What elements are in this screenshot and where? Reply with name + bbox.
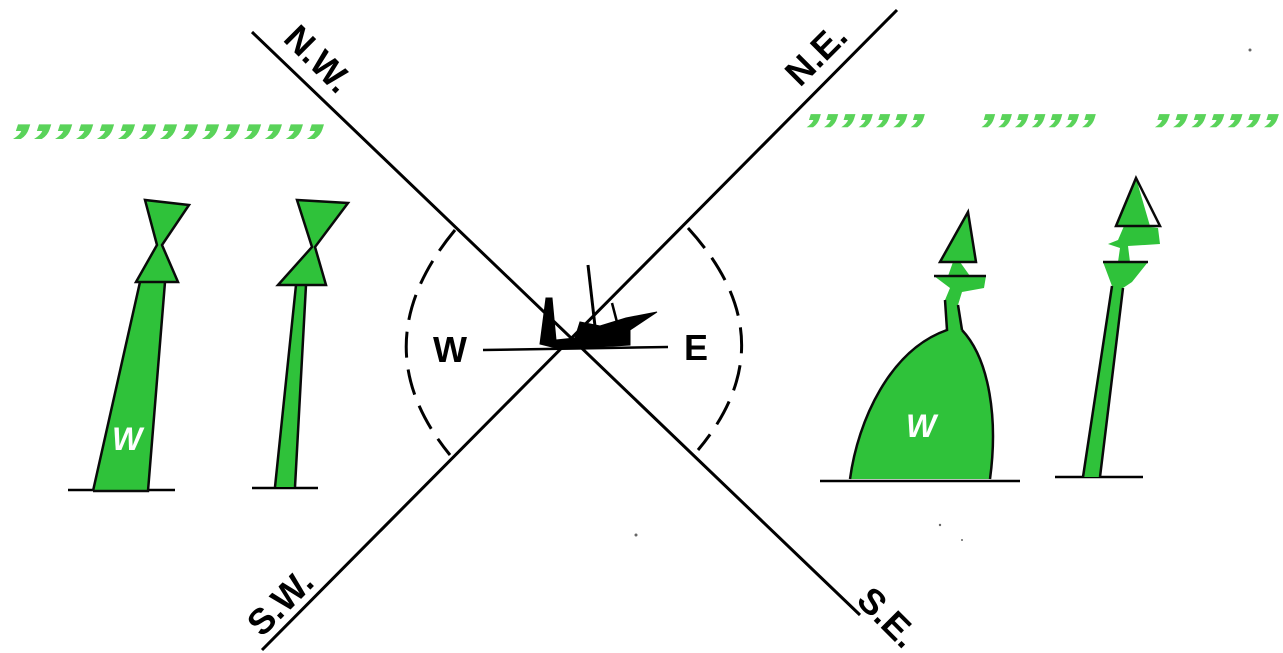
nw-se-line	[250, 30, 862, 617]
west-spar-buoy-wide: W	[68, 198, 192, 493]
print-specks	[634, 48, 1252, 541]
east-pillar-buoy: W	[820, 208, 1020, 483]
drop-row-right-2-text: ’’’’’’’	[975, 104, 1097, 156]
drop-row-right: ’’’’’’’ ’’’’’’’ ’’’’’’’	[800, 104, 1280, 156]
compass-nw-label: N.W.	[276, 17, 360, 101]
compass-ne-label: N.E.	[777, 15, 855, 93]
compass-east-label: E	[684, 327, 708, 368]
east-sector-arc	[686, 226, 744, 451]
drop-row-left: ’’’’’’’’’’’’’’’	[5, 114, 326, 172]
ship-icon	[539, 264, 658, 350]
west-sector-arc	[404, 229, 457, 456]
drop-row-left-text: ’’’’’’’’’’’’’’’	[5, 114, 326, 172]
sector-arcs	[404, 226, 744, 456]
compass-west-label: W	[433, 329, 467, 370]
west-buoy-label: W	[112, 421, 145, 457]
drop-row-right-1-text: ’’’’’’’	[800, 104, 926, 156]
compass-lines	[250, 8, 899, 652]
compass-sw-label: S.W.	[239, 561, 322, 644]
compass-se-label: S.E.	[849, 579, 926, 653]
east-buoy-label: W	[906, 408, 939, 444]
west-spar-buoy-thin	[252, 198, 351, 490]
drop-row-right-3-text: ’’’’’’’	[1148, 104, 1280, 156]
east-spar-buoy	[1055, 174, 1163, 479]
